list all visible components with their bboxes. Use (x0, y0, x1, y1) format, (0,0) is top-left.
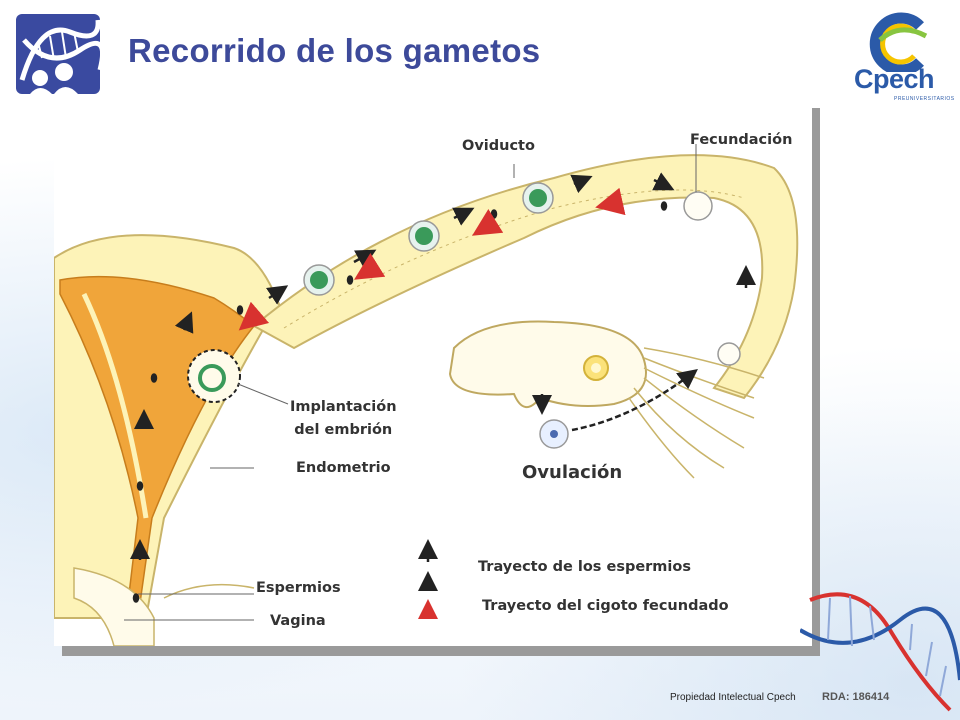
footer-rda-code: RDA: 186414 (822, 691, 890, 703)
label-implantacion-line2: del embrión (294, 422, 393, 438)
label-pointer-lines (124, 144, 697, 621)
label-implantacion: Implantación del embrión (290, 396, 397, 442)
label-vagina: Vagina (270, 613, 326, 629)
implanted-embryo (187, 349, 241, 403)
label-implantacion-line1: Implantación (290, 399, 397, 415)
cpech-logo: Cpech PREUNIVERSITARIOS (850, 12, 954, 104)
label-endometrio: Endometrio (296, 460, 391, 476)
cpech-c-icon (869, 12, 928, 76)
label-fecundacion: Fecundación (690, 132, 793, 148)
diagram-panel: Oviducto Fecundación Implantación del em… (54, 98, 812, 646)
legend-sperm-path: Trayecto de los espermios (478, 559, 691, 575)
embryo-stage-2 (408, 220, 440, 252)
footer-copyright: Propiedad Intelectual Cpech (670, 692, 796, 703)
label-espermios: Espermios (256, 580, 341, 596)
cpech-brand-text: Cpech (854, 64, 935, 94)
dna-family-logo (16, 14, 102, 94)
ovary (448, 320, 647, 408)
embryo-stage-1 (303, 264, 335, 296)
embryo-stage-3 (522, 182, 554, 214)
legend-zygote-path: Trayecto del cigoto fecundado (482, 598, 729, 614)
reproductive-tract-diagram (54, 144, 799, 646)
oviduct-ovum (717, 342, 741, 366)
zygote-arrows (238, 187, 626, 331)
vaginal-canal (73, 567, 155, 646)
sperm-arrows (130, 172, 756, 560)
slide-title: Recorrido de los gametos (128, 32, 541, 69)
label-ovulacion: Ovulación (522, 462, 623, 483)
label-oviducto: Oviducto (462, 138, 535, 154)
fertilization-egg (683, 191, 713, 221)
dna-helix-decoration (800, 592, 960, 712)
cpech-brand-subtitle: PREUNIVERSITARIOS (894, 96, 955, 102)
